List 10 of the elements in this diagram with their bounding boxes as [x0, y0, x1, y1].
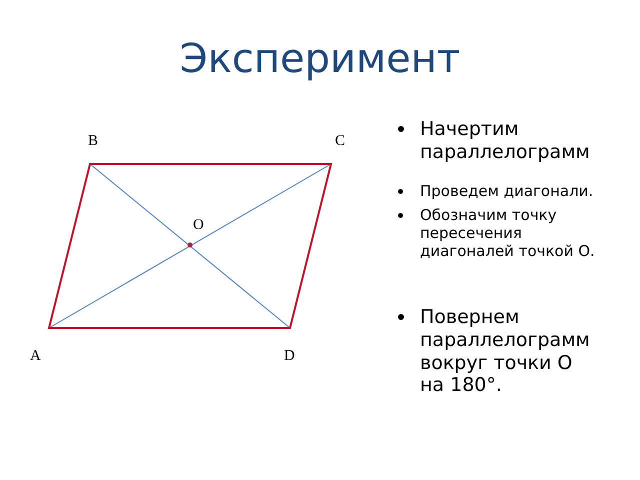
bullet-text: Обозначим точку пересечения диагоналей точкой О.: [420, 206, 596, 260]
point-label: C: [335, 134, 346, 149]
bullet-text: Проведем диагонали.: [420, 182, 594, 200]
point-label: A: [30, 349, 41, 364]
bullet-text: Начертим параллелограмм: [420, 118, 591, 164]
point-label: B: [88, 134, 98, 149]
slide-title: Эксперимент: [178, 36, 462, 82]
bullet-text: Повернем параллелограмм вокруг точки О на 180°.: [420, 306, 591, 398]
point-label: D: [284, 349, 295, 364]
point-label: O: [193, 218, 204, 233]
